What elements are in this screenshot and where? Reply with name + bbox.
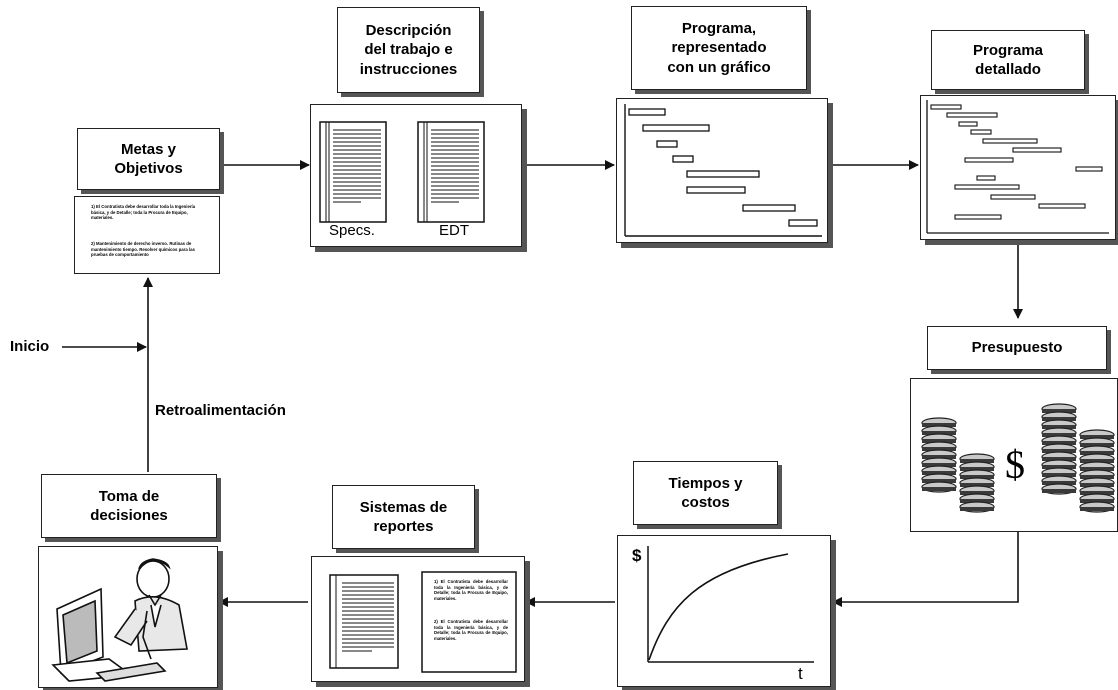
programa-detallado-panel [920, 95, 1116, 240]
sistemas-panel: 1) El Contratista debe desarrollar toda … [311, 556, 525, 682]
coin-stack-3 [1041, 403, 1077, 495]
report-text-2: 2) El Contratista debe desarrollar toda … [434, 619, 508, 641]
report-text-1: 1) El Contratista debe desarrollar toda … [434, 579, 508, 601]
x-axis-label: t [798, 664, 803, 683]
document-icons [319, 121, 485, 223]
person-at-computer-icon [51, 558, 188, 682]
arrow-presupuesto-to-tiempos [832, 532, 1019, 607]
gantt-chart-icon [624, 104, 822, 237]
coin-stack-1 [921, 417, 957, 493]
descripcion-panel: Specs. EDT [310, 104, 522, 247]
currency-symbol: $ [1005, 442, 1025, 487]
metas-note-2: 2) Mantenimiento de derecho inverso. Rut… [91, 241, 195, 258]
toma-label: Toma de decisiones [41, 474, 217, 538]
presupuesto-panel: $ [910, 378, 1118, 532]
metas-note-1: 1) El Contratista debe desarrollar toda … [91, 204, 196, 221]
inicio-label: Inicio [10, 338, 50, 355]
sistemas-label: Sistemas de reportes [332, 485, 475, 549]
tiempos-panel: $ t [617, 535, 831, 687]
presupuesto-label: Presupuesto [927, 326, 1107, 370]
specs-caption: Specs. [329, 222, 375, 239]
curve-chart-icon [647, 546, 814, 663]
programa-grafico-label: Programa, representado con un gráfico [631, 6, 807, 90]
detailed-gantt-chart-icon [926, 100, 1109, 234]
coin-stack-2 [959, 453, 995, 513]
coin-stack-4 [1079, 429, 1115, 513]
toma-panel [38, 546, 218, 688]
retroalimentacion-label: Retroalimentación [155, 402, 286, 419]
metas-panel: 1) El Contratista debe desarrollar toda … [74, 196, 220, 274]
y-axis-label: $ [632, 546, 642, 565]
metas-label: Metas y Objetivos [77, 128, 220, 190]
programa-detallado-label: Programa detallado [931, 30, 1085, 90]
programa-grafico-panel [616, 98, 828, 243]
document-icon-specs [319, 121, 387, 223]
report-document-icon [329, 571, 517, 673]
descripcion-label: Descripción del trabajo e instrucciones [337, 7, 480, 93]
edt-caption: EDT [439, 222, 469, 239]
document-icon-edt [417, 121, 485, 223]
tiempos-label: Tiempos y costos [633, 461, 778, 525]
